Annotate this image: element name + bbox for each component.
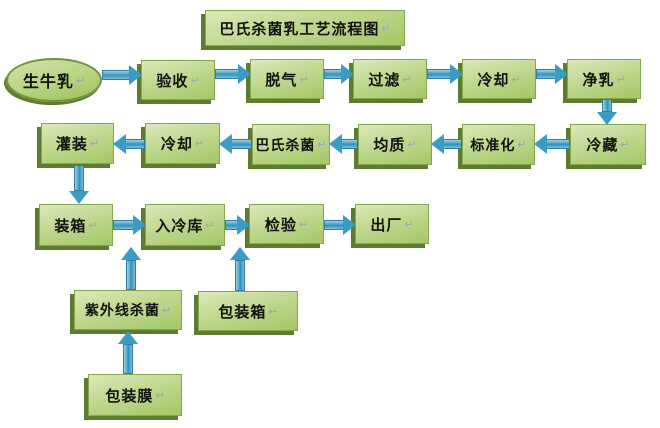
arrow-filling-to-boxing-icon	[69, 165, 89, 204]
node-filling: 灌装↵	[41, 123, 114, 164]
arrow-standardization-to-homogenization-icon	[431, 134, 462, 154]
node-label: 灌装	[55, 135, 88, 153]
node-cold-storage: 冷藏↵	[570, 124, 646, 165]
arrow-packing-box-to-inspection-icon	[230, 247, 250, 291]
arrow-inspection-to-factory-out-icon	[324, 215, 356, 235]
return-mark: ↵	[161, 303, 172, 317]
node-label: 包装膜	[105, 386, 154, 405]
node-pasteurization: 巴氏杀菌↵	[252, 124, 330, 165]
node-title: 巴氏杀菌乳工艺流程图↵	[205, 10, 405, 46]
node-filtration: 过滤↵	[353, 59, 427, 99]
return-mark: ↵	[155, 388, 165, 402]
return-mark: ↵	[381, 21, 391, 35]
node-label: 标准化	[470, 137, 516, 154]
node-acceptance: 验收↵	[141, 60, 215, 100]
return-mark: ↵	[75, 73, 86, 87]
arrow-packing-film-to-uv-sterilization-icon	[118, 331, 138, 374]
arrow-pasteurization-to-cooling-icon	[219, 134, 252, 154]
node-label: 冷却	[477, 70, 510, 89]
node-cooling-2: 冷却↵	[145, 123, 220, 164]
return-mark: ↵	[88, 218, 98, 232]
node-label: 包装箱	[218, 302, 267, 321]
arrow-degassing-to-filtration-icon	[324, 64, 354, 84]
arrow-clarification-to-cold-storage-icon	[597, 99, 617, 125]
arrow-raw-milk-to-acceptance-icon	[102, 65, 142, 85]
return-mark: ↵	[404, 217, 414, 231]
return-mark: ↵	[190, 73, 200, 87]
node-label: 巴氏杀菌	[255, 137, 316, 154]
node-into-cold-store: 入冷库↵	[145, 204, 225, 246]
node-packing-box: 包装箱↵	[198, 291, 298, 331]
node-label: 出厂	[370, 215, 403, 234]
node-label: 生牛乳	[22, 72, 74, 91]
node-label: 脱气	[265, 70, 298, 89]
arrow-cold-storage-to-standardization-icon	[534, 134, 570, 154]
node-boxing: 装箱↵	[39, 204, 113, 246]
node-homogenization: 均质↵	[358, 124, 432, 165]
node-label: 冷藏	[586, 136, 619, 154]
node-packing-film: 包装膜↵	[88, 374, 182, 416]
node-raw-milk: 生牛乳↵	[6, 58, 102, 102]
node-factory-out: 出厂↵	[355, 204, 429, 244]
return-mark: ↵	[317, 138, 327, 151]
arrow-uv-sterilization-to-into-cold-store-icon	[121, 247, 141, 290]
arrow-cooling-to-filling-icon	[113, 134, 145, 154]
node-label: 过滤	[368, 70, 401, 89]
arrow-homogenization-to-pasteurization-icon	[329, 134, 358, 154]
node-clarification: 净乳↵	[567, 59, 641, 99]
arrow-cooling-to-clarification-icon	[536, 64, 568, 84]
node-inspection: 检验↵	[249, 204, 324, 244]
return-mark: ↵	[298, 217, 309, 231]
return-mark: ↵	[205, 218, 215, 232]
node-label: 紫外线杀菌	[84, 303, 160, 319]
node-cooling-1: 冷却↵	[462, 59, 536, 99]
return-mark: ↵	[268, 304, 278, 318]
node-label: 冷却	[160, 135, 193, 153]
return-mark: ↵	[407, 138, 417, 151]
node-label: 验收	[156, 71, 189, 90]
arrow-boxing-to-into-cold-store-icon	[113, 215, 146, 235]
node-label: 检验	[264, 215, 297, 234]
return-mark: ↵	[517, 138, 527, 151]
node-label: 入冷库	[155, 216, 204, 235]
return-mark: ↵	[620, 138, 630, 151]
return-mark: ↵	[511, 72, 521, 86]
node-degassing: 脱气↵	[250, 59, 324, 99]
return-mark: ↵	[402, 72, 412, 86]
node-label: 装箱	[54, 216, 87, 235]
arrow-filtration-to-cooling-icon	[427, 64, 463, 84]
node-label: 均质	[373, 136, 406, 154]
return-mark: ↵	[299, 72, 309, 86]
title-label: 巴氏杀菌乳工艺流程图	[219, 19, 380, 38]
node-label: 净乳	[582, 70, 615, 89]
return-mark: ↵	[89, 137, 100, 150]
return-mark: ↵	[194, 137, 205, 150]
arrow-into-cold-store-to-inspection-icon	[225, 215, 250, 235]
arrow-acceptance-to-degassing-icon	[215, 64, 251, 84]
return-mark: ↵	[616, 72, 626, 86]
node-standardization: 标准化↵	[462, 124, 535, 165]
node-uv-sterilization: 紫外线杀菌↵	[74, 290, 182, 330]
